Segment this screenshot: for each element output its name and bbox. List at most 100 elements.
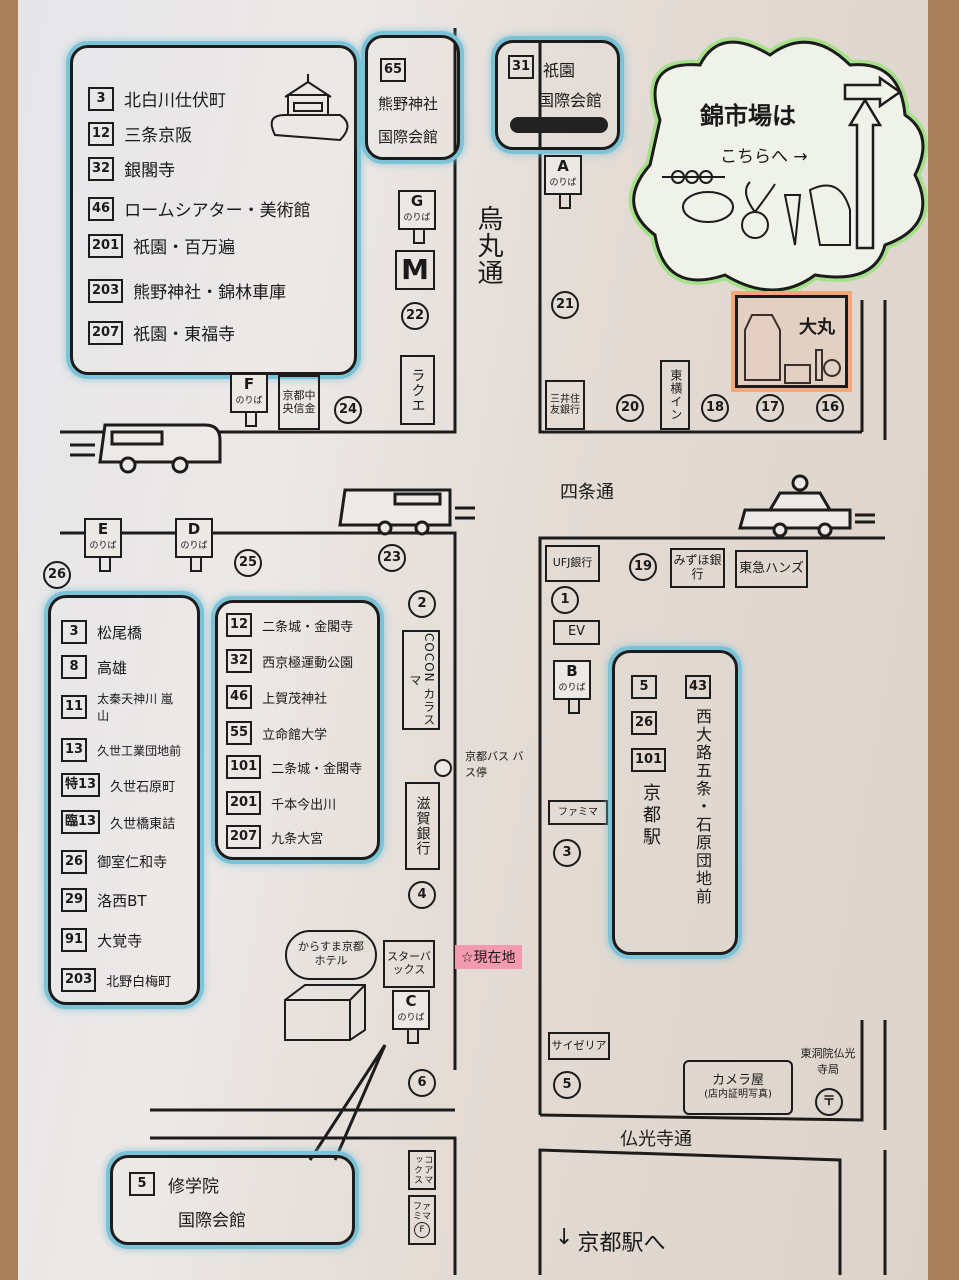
exit-25[interactable]: 25 <box>234 549 262 577</box>
route-destination: 千本今出川 <box>271 797 337 813</box>
route-number: 32 <box>226 649 253 673</box>
route-number: 91 <box>61 928 88 952</box>
route-destination: 北白川仕伏町 <box>124 91 226 111</box>
exit-23[interactable]: 23 <box>378 544 406 572</box>
building-daimaru: 大丸 <box>735 295 848 388</box>
route-row: 12 三条京阪 <box>88 121 192 146</box>
bus-stop-sign-c[interactable]: C のりば <box>392 990 430 1044</box>
exit-5[interactable]: 5 <box>553 1071 581 1099</box>
exit-1[interactable]: 1 <box>551 586 579 614</box>
route-destination: 北野白梅町 <box>106 974 172 990</box>
clothing-icons <box>744 314 841 384</box>
building-toyoko-inn: 東横イン <box>660 360 690 430</box>
balloon-stop-c-routes: 5 修学院 国際会館 <box>110 1155 355 1245</box>
exit-24[interactable]: 24 <box>334 396 362 424</box>
route-destination: 京都駅 <box>640 783 661 849</box>
route-destination: 祇園 <box>543 61 576 80</box>
stop-letter: G <box>410 192 424 210</box>
route-destination: 久世橋東詰 <box>110 816 176 832</box>
exit-22[interactable]: 22 <box>401 302 429 330</box>
route-number: 12 <box>226 613 253 637</box>
exit-4[interactable]: 4 <box>408 881 436 909</box>
route-destination: 三条京阪 <box>124 126 193 146</box>
route-number: 12 <box>88 121 115 146</box>
balloon-c-tail <box>308 1044 387 1161</box>
route-number: 43 <box>685 675 712 699</box>
route-number: 203 <box>61 968 97 992</box>
exit-20[interactable]: 20 <box>616 394 644 422</box>
bus-icon-middle <box>338 488 475 536</box>
sofa-icon <box>284 984 366 1041</box>
building-coamax: コアマックス <box>408 1150 436 1190</box>
route-number: 5 <box>129 1172 155 1196</box>
route-row: 46 上賀茂神社 <box>226 685 327 709</box>
balloon-stop-a-routes: 31 祇園 国際会館 <box>495 40 620 150</box>
route-number: 207 <box>88 320 124 345</box>
route-number: 46 <box>226 685 253 709</box>
familymart-logo-icon: F <box>414 1222 430 1239</box>
stop-letter: C <box>405 992 417 1010</box>
route-destination: 銀閣寺 <box>124 161 176 181</box>
elevator-ev[interactable]: EV <box>553 620 600 645</box>
street-edge-bukkoji-s <box>538 1148 887 1275</box>
route-destination: 太秦天神川 嵐山 <box>97 692 173 723</box>
route-number: 特13 <box>61 773 101 797</box>
arrow-right-icon <box>843 75 903 109</box>
route-destination: 上賀茂神社 <box>262 691 328 707</box>
route-number: 26 <box>61 850 88 874</box>
exit-26[interactable]: 26 <box>43 561 71 589</box>
exit-3[interactable]: 3 <box>553 839 581 867</box>
exit-16[interactable]: 16 <box>816 394 844 422</box>
exit-2[interactable]: 2 <box>408 590 436 618</box>
building-familymart: ファミマ <box>548 800 608 825</box>
street-edge-bukkoji-n <box>539 1020 887 1130</box>
kyoto-bus-stop-label: 京都バス バス停 <box>465 750 524 779</box>
exit-6[interactable]: 6 <box>408 1069 436 1097</box>
route-destination: 国際会館 <box>178 1211 246 1231</box>
exit-21[interactable]: 21 <box>551 291 579 319</box>
exit-17[interactable]: 17 <box>756 394 784 422</box>
route-number: 55 <box>226 721 253 745</box>
route-destination: 国際会館 <box>378 128 439 146</box>
arrow-up-icon <box>847 97 883 250</box>
route-destination: 大覚寺 <box>97 931 143 950</box>
route-number: 8 <box>61 655 87 679</box>
building-mizuho-bank: みずほ銀行 <box>670 548 725 588</box>
route-destination: 国際会館 <box>538 91 603 110</box>
route-destination: 熊野神社 <box>378 95 439 113</box>
route-number: 203 <box>88 278 124 303</box>
route-destination: 二条城・金閣寺 <box>271 761 363 777</box>
route-destination: 祇園・東福寺 <box>133 325 236 345</box>
stop-letter: F <box>243 375 255 393</box>
building-ufj-bank: UFJ銀行 <box>545 545 600 582</box>
stop-label: のりば <box>397 1013 425 1023</box>
exit-19[interactable]: 19 <box>629 553 657 581</box>
building-camera-shop: カメラ屋(店内証明写真) <box>683 1060 793 1115</box>
camera-shop-label: カメラ屋 <box>711 1073 764 1089</box>
street-bukkoji: 仏光寺通 <box>620 1129 692 1150</box>
exit-18[interactable]: 18 <box>701 394 729 422</box>
route-number: 201 <box>88 233 124 258</box>
